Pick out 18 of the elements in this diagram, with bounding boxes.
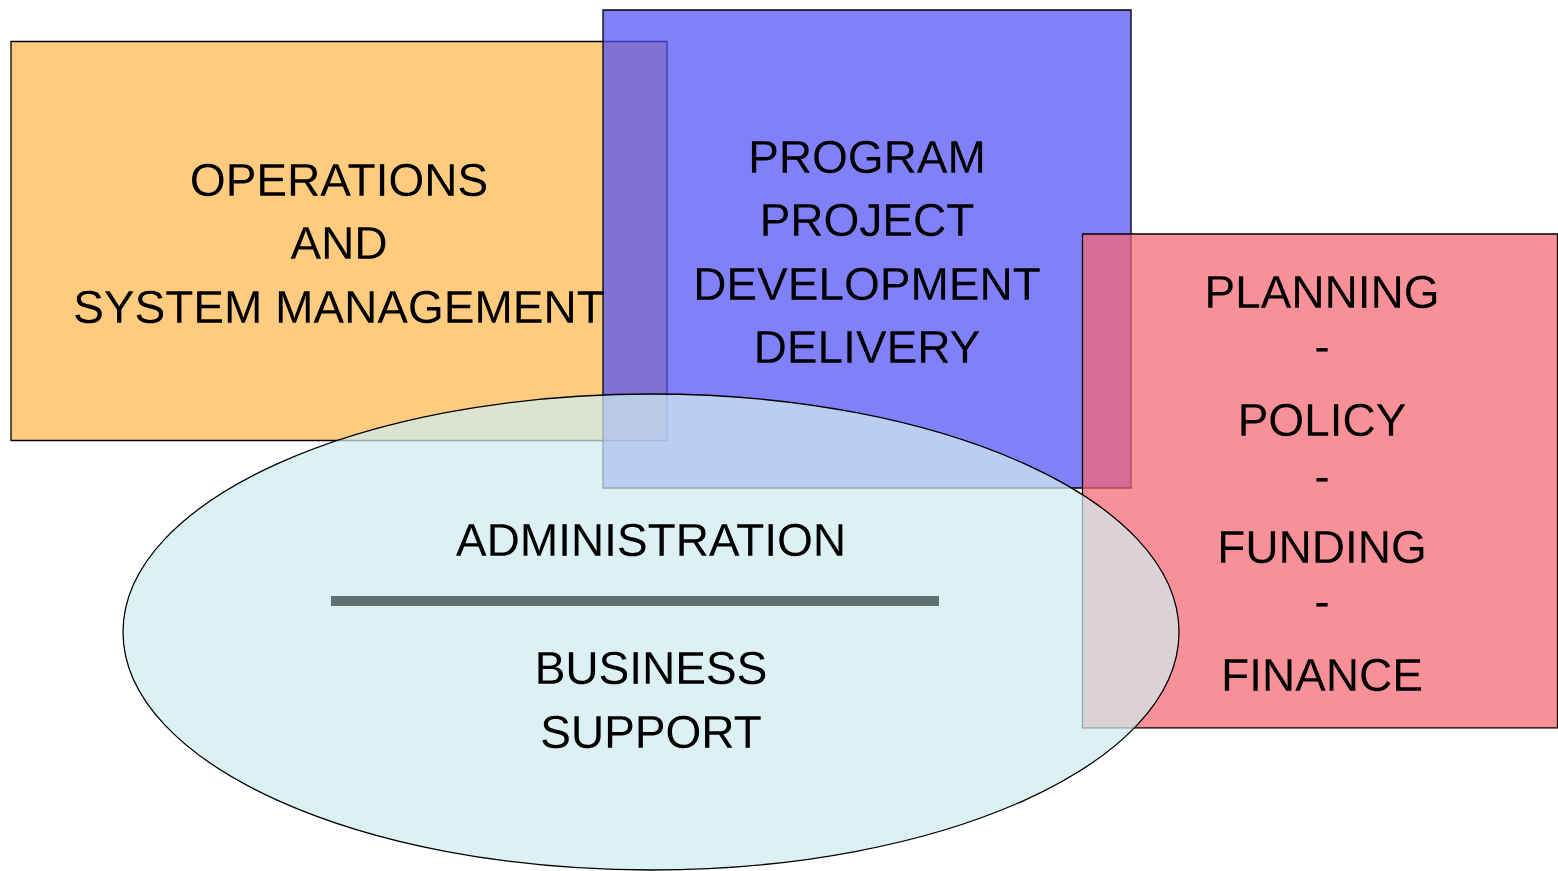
box-label: FUNDING xyxy=(1221,530,1424,564)
box-label: BUSINESS xyxy=(538,651,766,685)
box-label: AND xyxy=(290,227,386,259)
box-label: - xyxy=(1316,603,1328,607)
box-label: - xyxy=(1316,478,1328,482)
box-label: DELIVERY xyxy=(757,331,980,363)
box-label: PROGRAM xyxy=(751,140,983,174)
box-label: PLANNING xyxy=(1208,275,1437,309)
box-label: SUPPORT xyxy=(542,715,761,749)
box-label: PROJECT xyxy=(763,203,974,237)
box-label: POLICY xyxy=(1241,403,1406,437)
box-label: - xyxy=(1316,348,1328,352)
box-label: DEVELOPMENT xyxy=(696,267,1040,301)
administration-ellipse xyxy=(122,393,1180,871)
planning-box xyxy=(1081,233,1558,729)
box-label: ADMINISTRATION xyxy=(456,523,843,557)
box-label: FINANCE xyxy=(1224,658,1421,692)
box-label: OPERATIONS xyxy=(192,163,486,197)
